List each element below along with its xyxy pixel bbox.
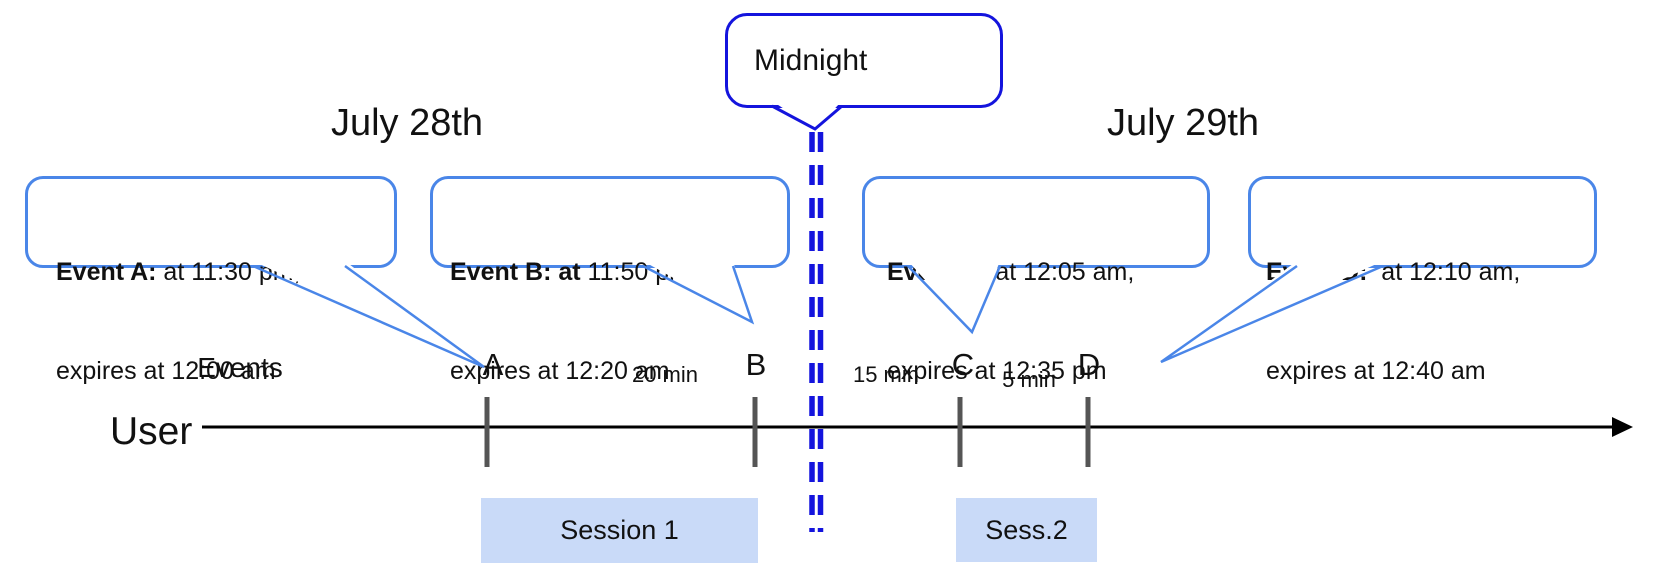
event-a-line1: Event A: at 11:30 pm, (56, 258, 301, 286)
midnight-tail (771, 104, 843, 131)
session-2-label: Sess.2 (985, 514, 1068, 545)
tick-label-b: B (745, 347, 767, 382)
tick-label-d: D (1077, 347, 1101, 382)
midnight-label: Midnight (754, 43, 868, 77)
interval-15min: 15 min (852, 362, 920, 387)
interval-5min: 5 min (1002, 367, 1056, 392)
session-1-box: Session 1 (481, 498, 758, 563)
event-d-callout: Event D: at 12:10 am, expires at 12:40 a… (1248, 176, 1597, 385)
timeline-arrowhead (1612, 417, 1633, 437)
date-july-29: July 29th (1106, 102, 1260, 144)
session-1-label: Session 1 (560, 515, 679, 545)
event-c-line2: expires at 12:35 pm (887, 357, 1107, 385)
events-axis-label: Events (197, 352, 283, 383)
midnight-callout: Midnight (725, 13, 1003, 108)
event-c-line1: Event C: at 12:05 am, (887, 258, 1135, 286)
tick-label-c: C (951, 347, 975, 382)
event-b-callout: Event B: at 11:50 pm, expires at 12:20 a… (430, 176, 790, 385)
tick-label-a: A (482, 347, 504, 382)
event-d-line2: expires at 12:40 am (1266, 357, 1486, 385)
event-c-callout: Event C: at 12:05 am, expires at 12:35 p… (862, 176, 1210, 385)
event-a-callout: Event A: at 11:30 pm, expires at 12:00 a… (25, 176, 397, 385)
event-b-line2: expires at 12:20 am (450, 357, 670, 385)
event-b-line1: Event B: at 11:50 pm, (450, 258, 697, 286)
interval-20min: 20 min (631, 362, 699, 387)
session-2-box: Sess.2 (956, 498, 1097, 562)
user-axis-label: User (110, 410, 193, 453)
event-d-line1: Event D: at 12:10 am, (1266, 258, 1521, 286)
date-july-28: July 28th (330, 102, 484, 144)
